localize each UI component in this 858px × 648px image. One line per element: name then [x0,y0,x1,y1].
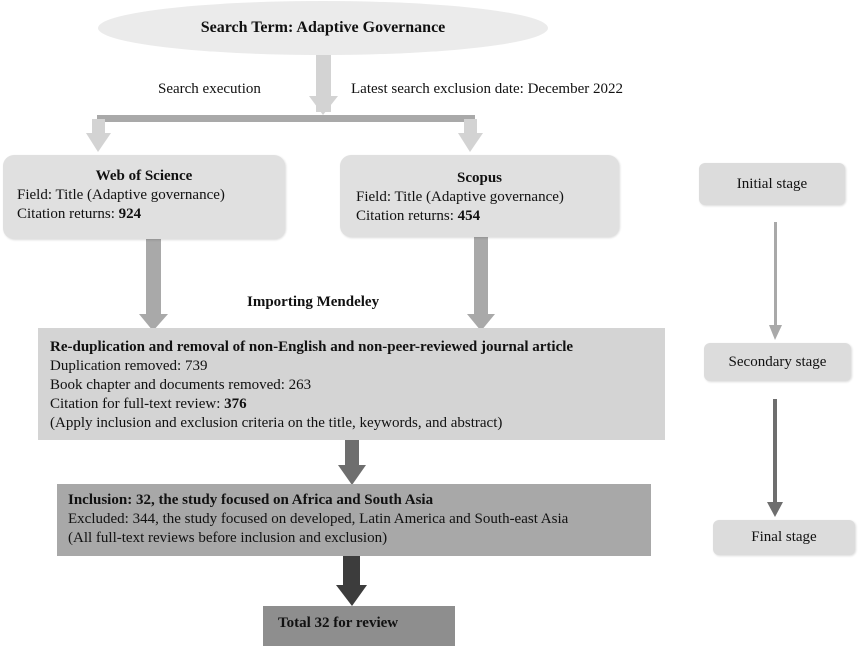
dedup-criteria: (Apply inclusion and exclusion criteria … [50,415,503,431]
secondary-stage-label: Secondary stage [728,353,827,370]
dedup-fulltext-label: Citation for full-text review: [50,396,225,412]
scopus-title: Scopus [456,170,503,186]
inclusion-excluded: Excluded: 344, the study focused on deve… [68,511,569,527]
stage-arrow-initial-secondary [769,222,782,340]
wos-field: Field: Title (Adaptive governance) [17,187,225,203]
dedup-fulltext: Citation for full-text review: 376 [50,395,665,414]
wos-citation-count: 924 [118,206,142,222]
dedup-title: Re-duplication and removal of non-Englis… [50,339,574,355]
wos-title: Web of Science [95,168,193,184]
scopus-down-arrow [467,237,495,331]
search-execution-label: Search execution [158,81,261,97]
dedup-down-arrow [338,440,366,485]
final-stage-label: Final stage [751,529,817,545]
search-term-text: Search Term: Adaptive Governance [200,19,446,36]
final-stage-box: Final stage [713,520,855,555]
initial-stage-box: Initial stage [699,163,845,205]
scopus-field: Field: Title (Adaptive governance) [356,189,564,205]
inclusion-title: Inclusion: 32, the study focused on Afri… [68,492,434,508]
importing-mendeley-label: Importing Mendeley [247,294,380,310]
inclusion-note: (All full-text reviews before inclusion … [68,530,388,546]
inclusion-box: Inclusion: 32, the study focused on Afri… [57,484,651,556]
initial-stage-label: Initial stage [736,175,808,192]
stage-arrow-secondary-final [767,399,783,517]
latest-search-label: Latest search exclusion date: December 2… [351,81,623,97]
wos-citation-label: Citation returns: [17,206,119,222]
dedup-fulltext-count: 376 [224,396,247,412]
inclusion-down-arrow [336,556,367,606]
split-arrow [86,55,483,152]
scopus-box: Scopus Field: Title (Adaptive governance… [340,155,619,237]
web-of-science-box: Web of Science Field: Title (Adaptive go… [3,155,285,239]
scopus-citations: Citation returns: 454 [356,207,619,226]
wos-down-arrow [139,239,168,331]
total-review-box: Total 32 for review [263,606,455,646]
deduplication-box: Re-duplication and removal of non-Englis… [38,328,665,440]
total-review-text: Total 32 for review [278,615,399,631]
dedup-book-removed: Book chapter and documents removed: 263 [50,377,312,393]
scopus-citation-count: 454 [457,208,481,224]
search-term-ellipse: Search Term: Adaptive Governance [98,1,548,55]
scopus-citation-label: Citation returns: [356,208,458,224]
secondary-stage-box: Secondary stage [704,343,851,381]
wos-citations: Citation returns: 924 [17,205,285,224]
dedup-duplication-removed: Duplication removed: 739 [50,358,208,374]
